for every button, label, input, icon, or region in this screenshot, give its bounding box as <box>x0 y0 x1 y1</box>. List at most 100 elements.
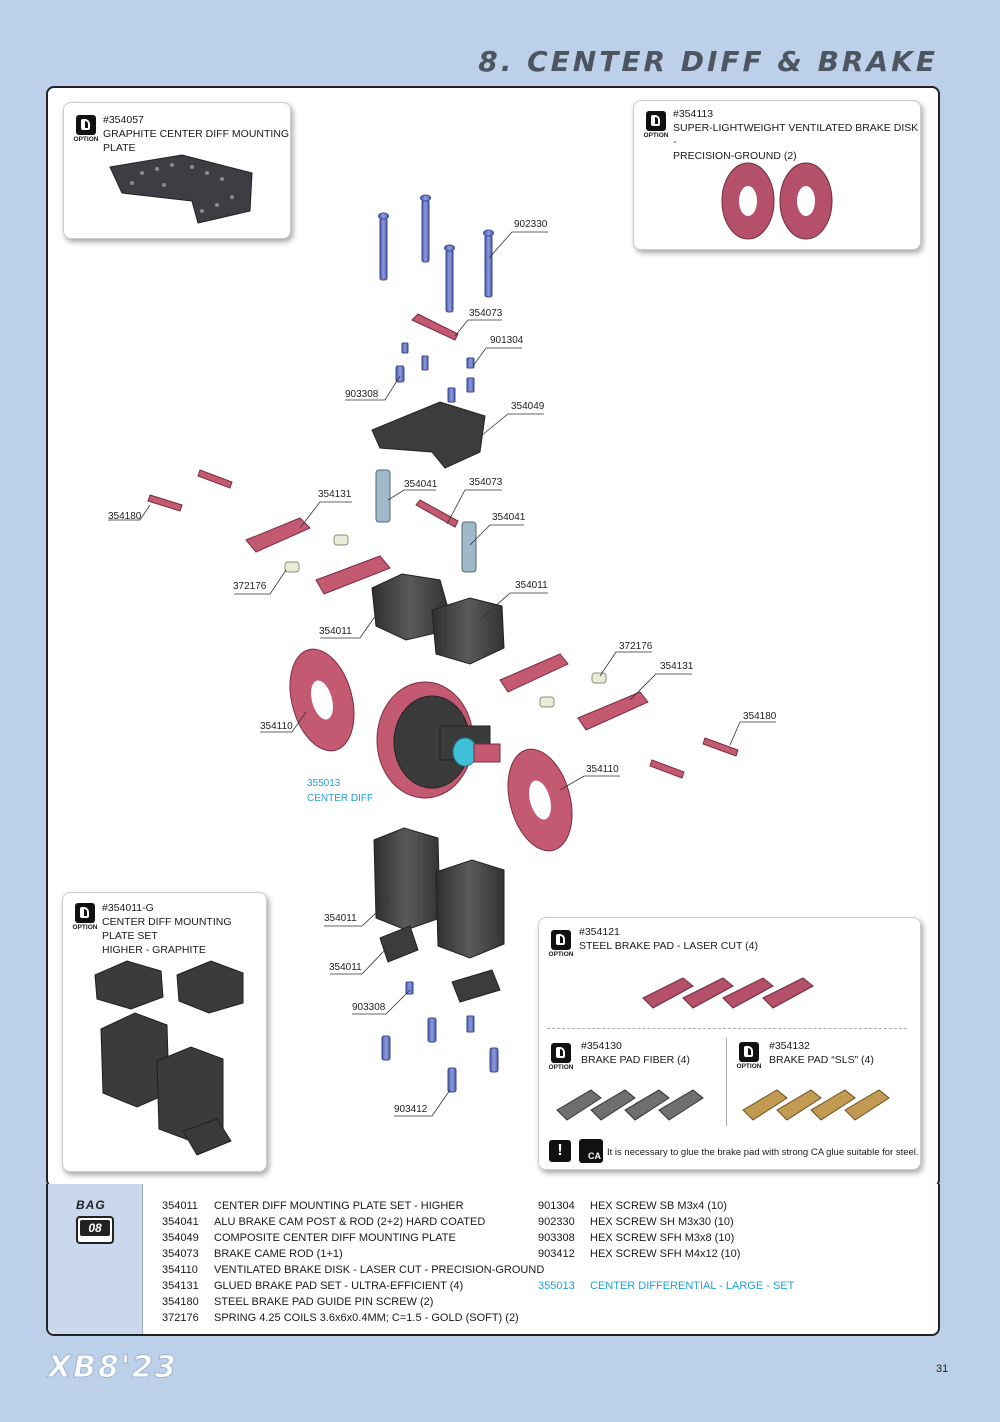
long-screws <box>378 194 494 313</box>
page-number: 31 <box>936 1363 949 1375</box>
brake-pad-left-bottom <box>315 555 391 595</box>
sls-brake-pad-image <box>742 1089 890 1121</box>
brake-disks <box>289 648 573 852</box>
option-thumbs-up-icon: OPTION <box>735 1042 763 1070</box>
part-label: 902330 <box>514 219 548 230</box>
option-thumbs-up-icon: OPTION <box>72 115 100 143</box>
bag-column: BAG 08 <box>48 1184 143 1334</box>
lower-bracket-left <box>379 925 419 963</box>
mounting-block-lower-right <box>435 859 505 959</box>
brake-pad-left-top <box>245 517 311 553</box>
option-callout-354113: OPTION #354113 SUPER-LIGHTWEIGHT VENTILA… <box>633 100 921 250</box>
option-number: #354121 <box>579 926 620 938</box>
part-label: 354073 <box>469 308 503 319</box>
option-desc: PRECISION-GROUND (2) <box>673 150 797 162</box>
option-desc: BRAKE PAD “SLS” (4) <box>769 1054 874 1066</box>
part-label: 354131 <box>318 489 352 500</box>
part-label: 354049 <box>511 401 545 412</box>
brake-cam-rod-mid <box>415 499 459 528</box>
option-callout-354057: OPTION #354057 GRAPHITE CENTER DIFF MOUN… <box>63 102 291 239</box>
divider <box>726 1038 727 1126</box>
part-label-center-diff: 355013 <box>307 778 341 789</box>
option-number: #354057 <box>103 114 144 126</box>
graphite-mounting-set-image <box>94 960 244 1156</box>
option-thumbs-up-icon: OPTION <box>547 930 575 958</box>
part-label: 354011 <box>515 580 548 591</box>
composite-mounting-plate <box>371 401 486 469</box>
glue-note: It is necessary to glue the brake pad wi… <box>607 1147 919 1158</box>
part-label-center-diff-desc: CENTER DIFF <box>307 793 374 804</box>
part-label: 354011 <box>319 626 352 637</box>
steel-brake-pad-image <box>642 977 814 1009</box>
part-label: 354131 <box>660 661 694 672</box>
brake-pad-right-bottom <box>577 691 649 731</box>
leader-lines <box>108 231 776 1117</box>
small-screws-bottom <box>381 981 499 1093</box>
mounting-block-lower-left <box>373 827 441 931</box>
part-label: 354180 <box>108 511 142 522</box>
option-desc: HIGHER - GRAPHITE <box>102 944 206 956</box>
ventilated-brake-disk-image <box>721 162 833 240</box>
fiber-brake-pad-image <box>556 1089 704 1121</box>
bag-number: 08 <box>80 1220 110 1236</box>
option-thumbs-up-icon: OPTION <box>71 903 99 931</box>
part-label: 354110 <box>260 721 293 732</box>
part-label: 901304 <box>490 335 524 346</box>
part-label: 354041 <box>404 479 438 490</box>
part-label: 372176 <box>233 581 267 592</box>
graphite-plate-image <box>109 154 253 224</box>
part-label: 903308 <box>352 1002 386 1013</box>
option-number: #354130 <box>581 1040 622 1052</box>
option-callout-354011-g: OPTION #354011-G CENTER DIFF MOUNTING PL… <box>62 892 267 1172</box>
center-diff <box>376 681 501 799</box>
bag-label: BAG <box>76 1198 106 1212</box>
xb8-logo: XB8'23 <box>48 1350 178 1386</box>
option-desc: CENTER DIFF MOUNTING PLATE SET <box>102 916 232 942</box>
bag-number-box: 08 <box>76 1216 114 1244</box>
part-label: 354180 <box>743 711 777 722</box>
part-label: 354073 <box>469 477 503 488</box>
part-label: 354110 <box>586 764 619 775</box>
small-screws-top <box>395 342 475 403</box>
divider <box>547 1028 907 1029</box>
part-label: 372176 <box>619 641 653 652</box>
brake-cam-rod-top <box>411 313 459 341</box>
part-label: 354011 <box>329 962 362 973</box>
option-thumbs-up-icon: OPTION <box>547 1043 575 1071</box>
part-label: 903412 <box>394 1104 428 1115</box>
part-label: 354011 <box>324 913 357 924</box>
ca-glue-icon: CA <box>579 1139 603 1163</box>
option-number: #354011-G <box>102 902 154 914</box>
page-title: 8. CENTER DIFF & BRAKE <box>478 45 938 78</box>
option-thumbs-up-icon: OPTION <box>642 111 670 139</box>
brake-pad-right-top <box>499 653 569 693</box>
warning-icon: ! <box>549 1140 571 1162</box>
lower-bracket-right <box>451 969 501 1003</box>
part-label: 903308 <box>345 389 379 400</box>
option-desc: BRAKE PAD FIBER (4) <box>581 1054 690 1066</box>
part-label: 354041 <box>492 512 526 523</box>
guide-pins-right <box>649 737 739 779</box>
cam-posts <box>375 469 477 573</box>
option-number: #354113 <box>673 108 714 120</box>
option-desc: STEEL BRAKE PAD - LASER CUT (4) <box>579 940 758 952</box>
springs <box>284 534 607 708</box>
option-desc: SUPER-LIGHTWEIGHT VENTILATED BRAKE DISK … <box>673 122 919 148</box>
